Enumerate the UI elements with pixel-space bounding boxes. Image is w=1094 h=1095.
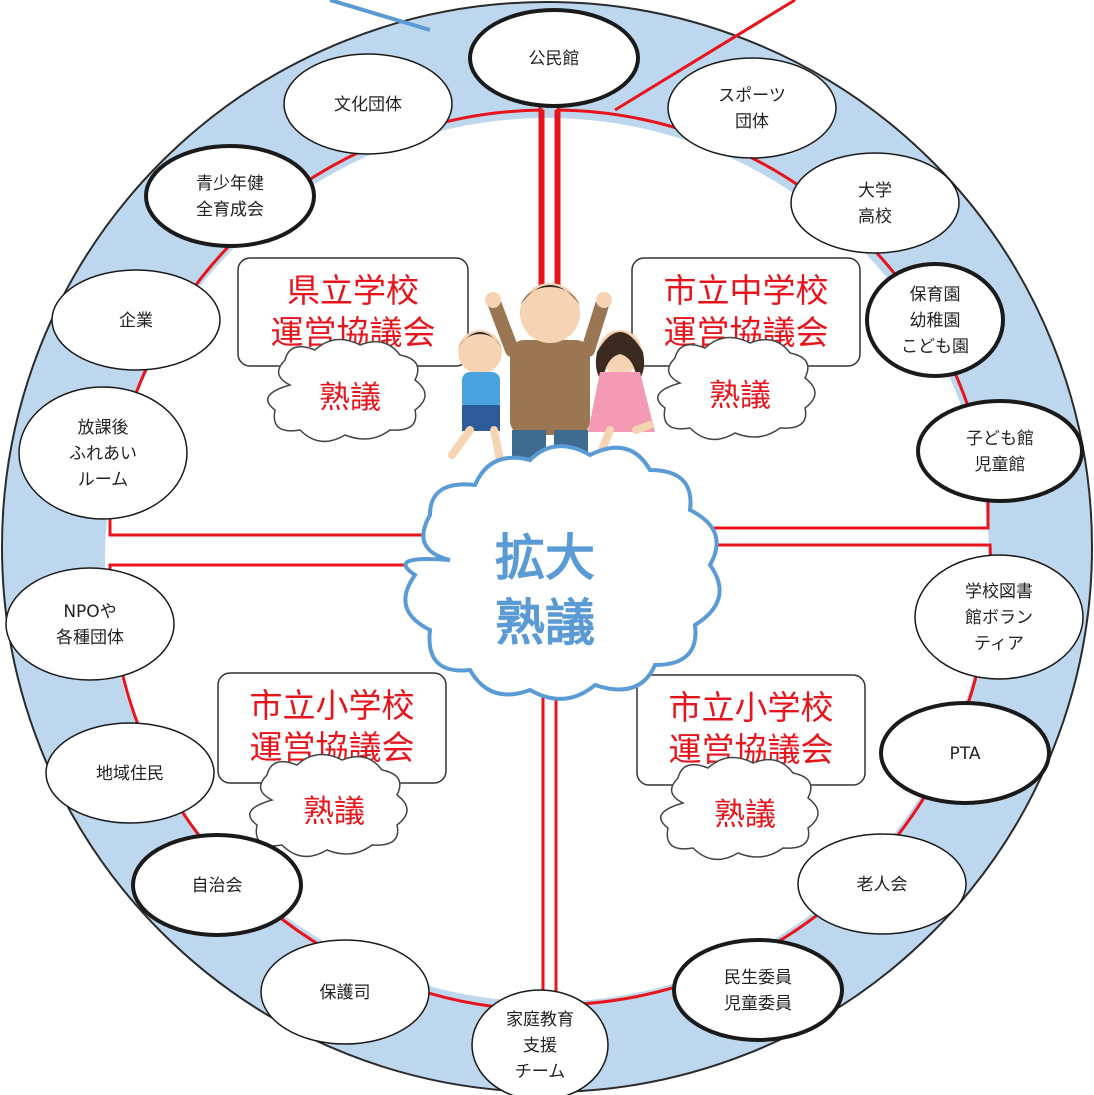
org-ellipse xyxy=(797,833,967,935)
org-ellipse xyxy=(672,938,844,1042)
org-ellipse xyxy=(914,554,1084,680)
org-ellipse xyxy=(51,269,221,371)
council-text-line: 市立小学校 xyxy=(669,688,834,727)
org-ellipse xyxy=(260,939,430,1045)
jukugi-label: 熟議 xyxy=(303,794,365,830)
council-shiritsu-sho-left: 市立小学校 運営協議会 xyxy=(217,672,447,784)
org-label-line: 支援 xyxy=(523,1036,557,1056)
center-text-line: 拡大 xyxy=(495,529,595,587)
org-label-line: 高校 xyxy=(858,207,892,227)
org-ellipse xyxy=(468,8,640,108)
org-pta: PTA xyxy=(879,701,1051,805)
council-shiritsu-chu: 市立中学校 運営協議会 xyxy=(631,257,861,367)
organization-layer: 公民館スポーツ団体大学高校保育園幼稚園こども園子ども館児童館学校図書館ボランティ… xyxy=(5,8,1084,1095)
jukugi-label: 熟議 xyxy=(709,378,771,414)
org-label-line: 子ども館 xyxy=(966,429,1034,449)
org-hogoshi: 保護司 xyxy=(260,939,430,1045)
org-label-line: ルーム xyxy=(78,470,129,490)
org-ellipse xyxy=(790,152,960,254)
org-label-line: 老人会 xyxy=(857,875,908,895)
org-ellipse xyxy=(45,722,215,824)
org-label-line: 地域住民 xyxy=(96,764,164,784)
org-ellipse xyxy=(131,833,303,937)
jukugi-label: 熟議 xyxy=(714,797,776,833)
family-illustration xyxy=(448,283,655,490)
org-ellipse xyxy=(916,399,1084,503)
org-label-line: 自治会 xyxy=(192,876,243,896)
center-cloud: 拡大 熟議 xyxy=(403,444,722,701)
org-ellipse xyxy=(667,57,837,159)
org-label-line: 児童委員 xyxy=(724,994,792,1014)
jukugi-cloud-shiritsu-sho-right: 熟議 xyxy=(660,756,819,861)
org-chiiki: 地域住民 xyxy=(45,722,215,824)
org-label-line: チーム xyxy=(515,1062,566,1082)
org-label-line: 放課後 xyxy=(78,418,129,438)
council-kenritsu: 県立学校 運営協議会 xyxy=(237,257,469,367)
org-label-line: 保育園 xyxy=(910,285,961,305)
org-label-line: NPOや xyxy=(63,602,116,622)
org-label-line: 各種団体 xyxy=(56,628,124,648)
org-label-line: PTA xyxy=(950,744,981,764)
org-label-line: 青少年健 xyxy=(196,174,264,194)
org-kominkan: 公民館 xyxy=(468,8,640,108)
org-label-line: 学校図書 xyxy=(965,582,1033,602)
org-rojinkai: 老人会 xyxy=(797,833,967,935)
council-shiritsu-sho-right: 市立小学校 運営協議会 xyxy=(636,674,866,786)
org-jichikai: 自治会 xyxy=(131,833,303,937)
center-text-line: 熟議 xyxy=(495,594,595,652)
blue-connector-line xyxy=(329,0,431,32)
org-label-line: 民生委員 xyxy=(724,968,792,988)
org-label-line: スポーツ xyxy=(718,86,786,106)
jukugi-cloud-shiritsu-sho-left: 熟議 xyxy=(249,753,408,858)
jukugi-label: 熟議 xyxy=(319,380,381,416)
org-ellipse xyxy=(471,989,609,1095)
org-ellipse xyxy=(144,144,316,248)
org-ellipse xyxy=(5,567,175,681)
org-label-line: 家庭教育 xyxy=(506,1010,574,1030)
org-ellipse xyxy=(283,53,453,155)
org-ellipse xyxy=(865,262,1005,378)
org-label-line: 幼稚園 xyxy=(910,311,961,331)
org-label-line: ティア xyxy=(974,634,1024,654)
org-bunka: 文化団体 xyxy=(283,53,453,155)
org-label-line: 文化団体 xyxy=(334,95,402,115)
org-label-line: 企業 xyxy=(119,311,153,331)
org-label-line: ふれあい xyxy=(69,444,137,464)
council-text-line: 県立学校 xyxy=(287,271,419,310)
jukugi-cloud-kenritsu: 熟議 xyxy=(267,338,426,443)
org-label-line: 大学 xyxy=(858,181,892,201)
org-label-line: こども園 xyxy=(901,337,969,357)
red-connector-line xyxy=(614,0,796,112)
org-label-line: 団体 xyxy=(735,112,769,132)
org-label-line: 全育成会 xyxy=(196,200,264,220)
org-ellipse xyxy=(18,386,188,520)
council-text-line: 市立小学校 xyxy=(250,686,415,725)
org-label-line: 児童館 xyxy=(975,455,1026,475)
org-label-line: 館ボラン xyxy=(965,608,1033,628)
jukugi-cloud-shiritsu-chu: 熟議 xyxy=(657,336,816,441)
org-label-line: 公民館 xyxy=(529,49,580,69)
org-ellipse xyxy=(879,701,1051,805)
org-kigyo: 企業 xyxy=(51,269,221,371)
council-text-line: 市立中学校 xyxy=(664,271,829,310)
org-label-line: 保護司 xyxy=(320,983,371,1003)
